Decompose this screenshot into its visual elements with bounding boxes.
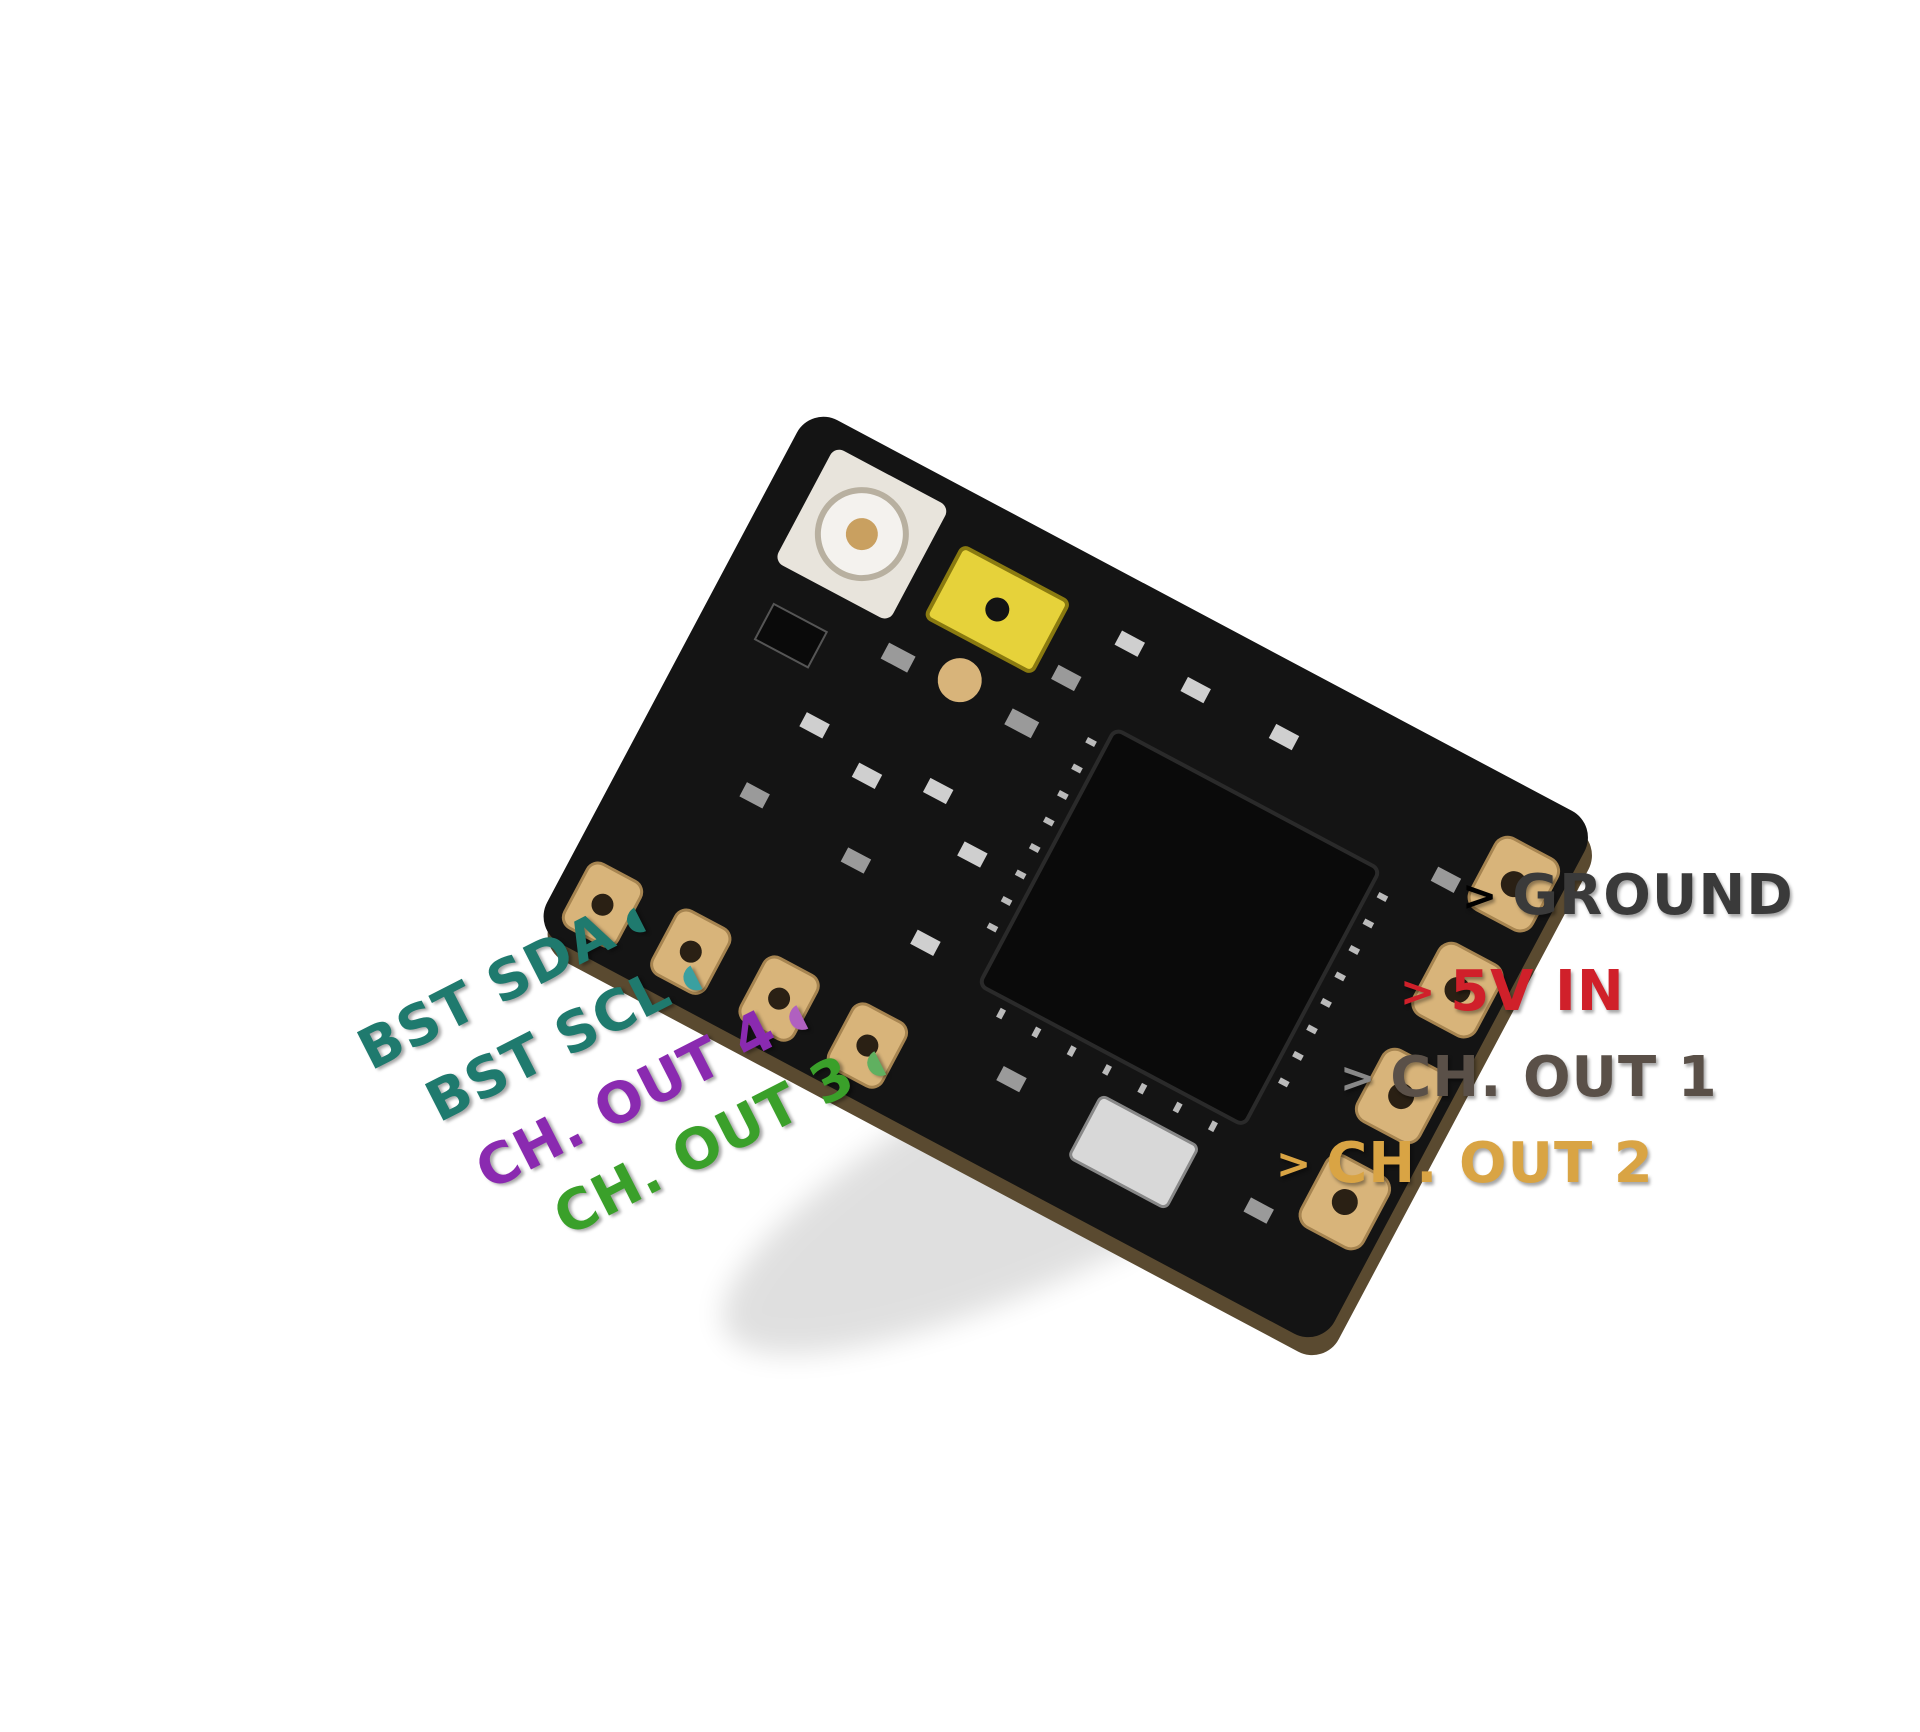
pointer-icon: >: [1462, 871, 1499, 920]
label-ch-out-2-text: CH. OUT 2: [1326, 1131, 1654, 1196]
label-ch-out-2: >CH. OUT 2: [1276, 1136, 1654, 1192]
test-pad: [937, 658, 982, 703]
ufl-antenna-connector-icon: [777, 449, 947, 619]
label-ch-out-1-text: CH. OUT 1: [1390, 1045, 1718, 1110]
smd-components: [739, 602, 1462, 1224]
pointer-icon: >: [1400, 967, 1437, 1016]
crystal-oscillator: [1069, 1095, 1198, 1209]
bind-button-icon: [925, 546, 1069, 673]
label-ch-out-1: >CH. OUT 1: [1340, 1050, 1718, 1106]
label-5v-in-text: 5V IN: [1450, 959, 1625, 1024]
mcu-chip: [979, 729, 1380, 1125]
label-5v-in: >5V IN: [1400, 964, 1625, 1020]
pointer-icon: >: [1340, 1053, 1377, 1102]
label-ground: >GROUND: [1462, 868, 1794, 924]
pointer-icon: >: [1276, 1139, 1313, 1188]
label-ground-text: GROUND: [1512, 863, 1794, 928]
chip-pins: [986, 737, 1389, 1133]
